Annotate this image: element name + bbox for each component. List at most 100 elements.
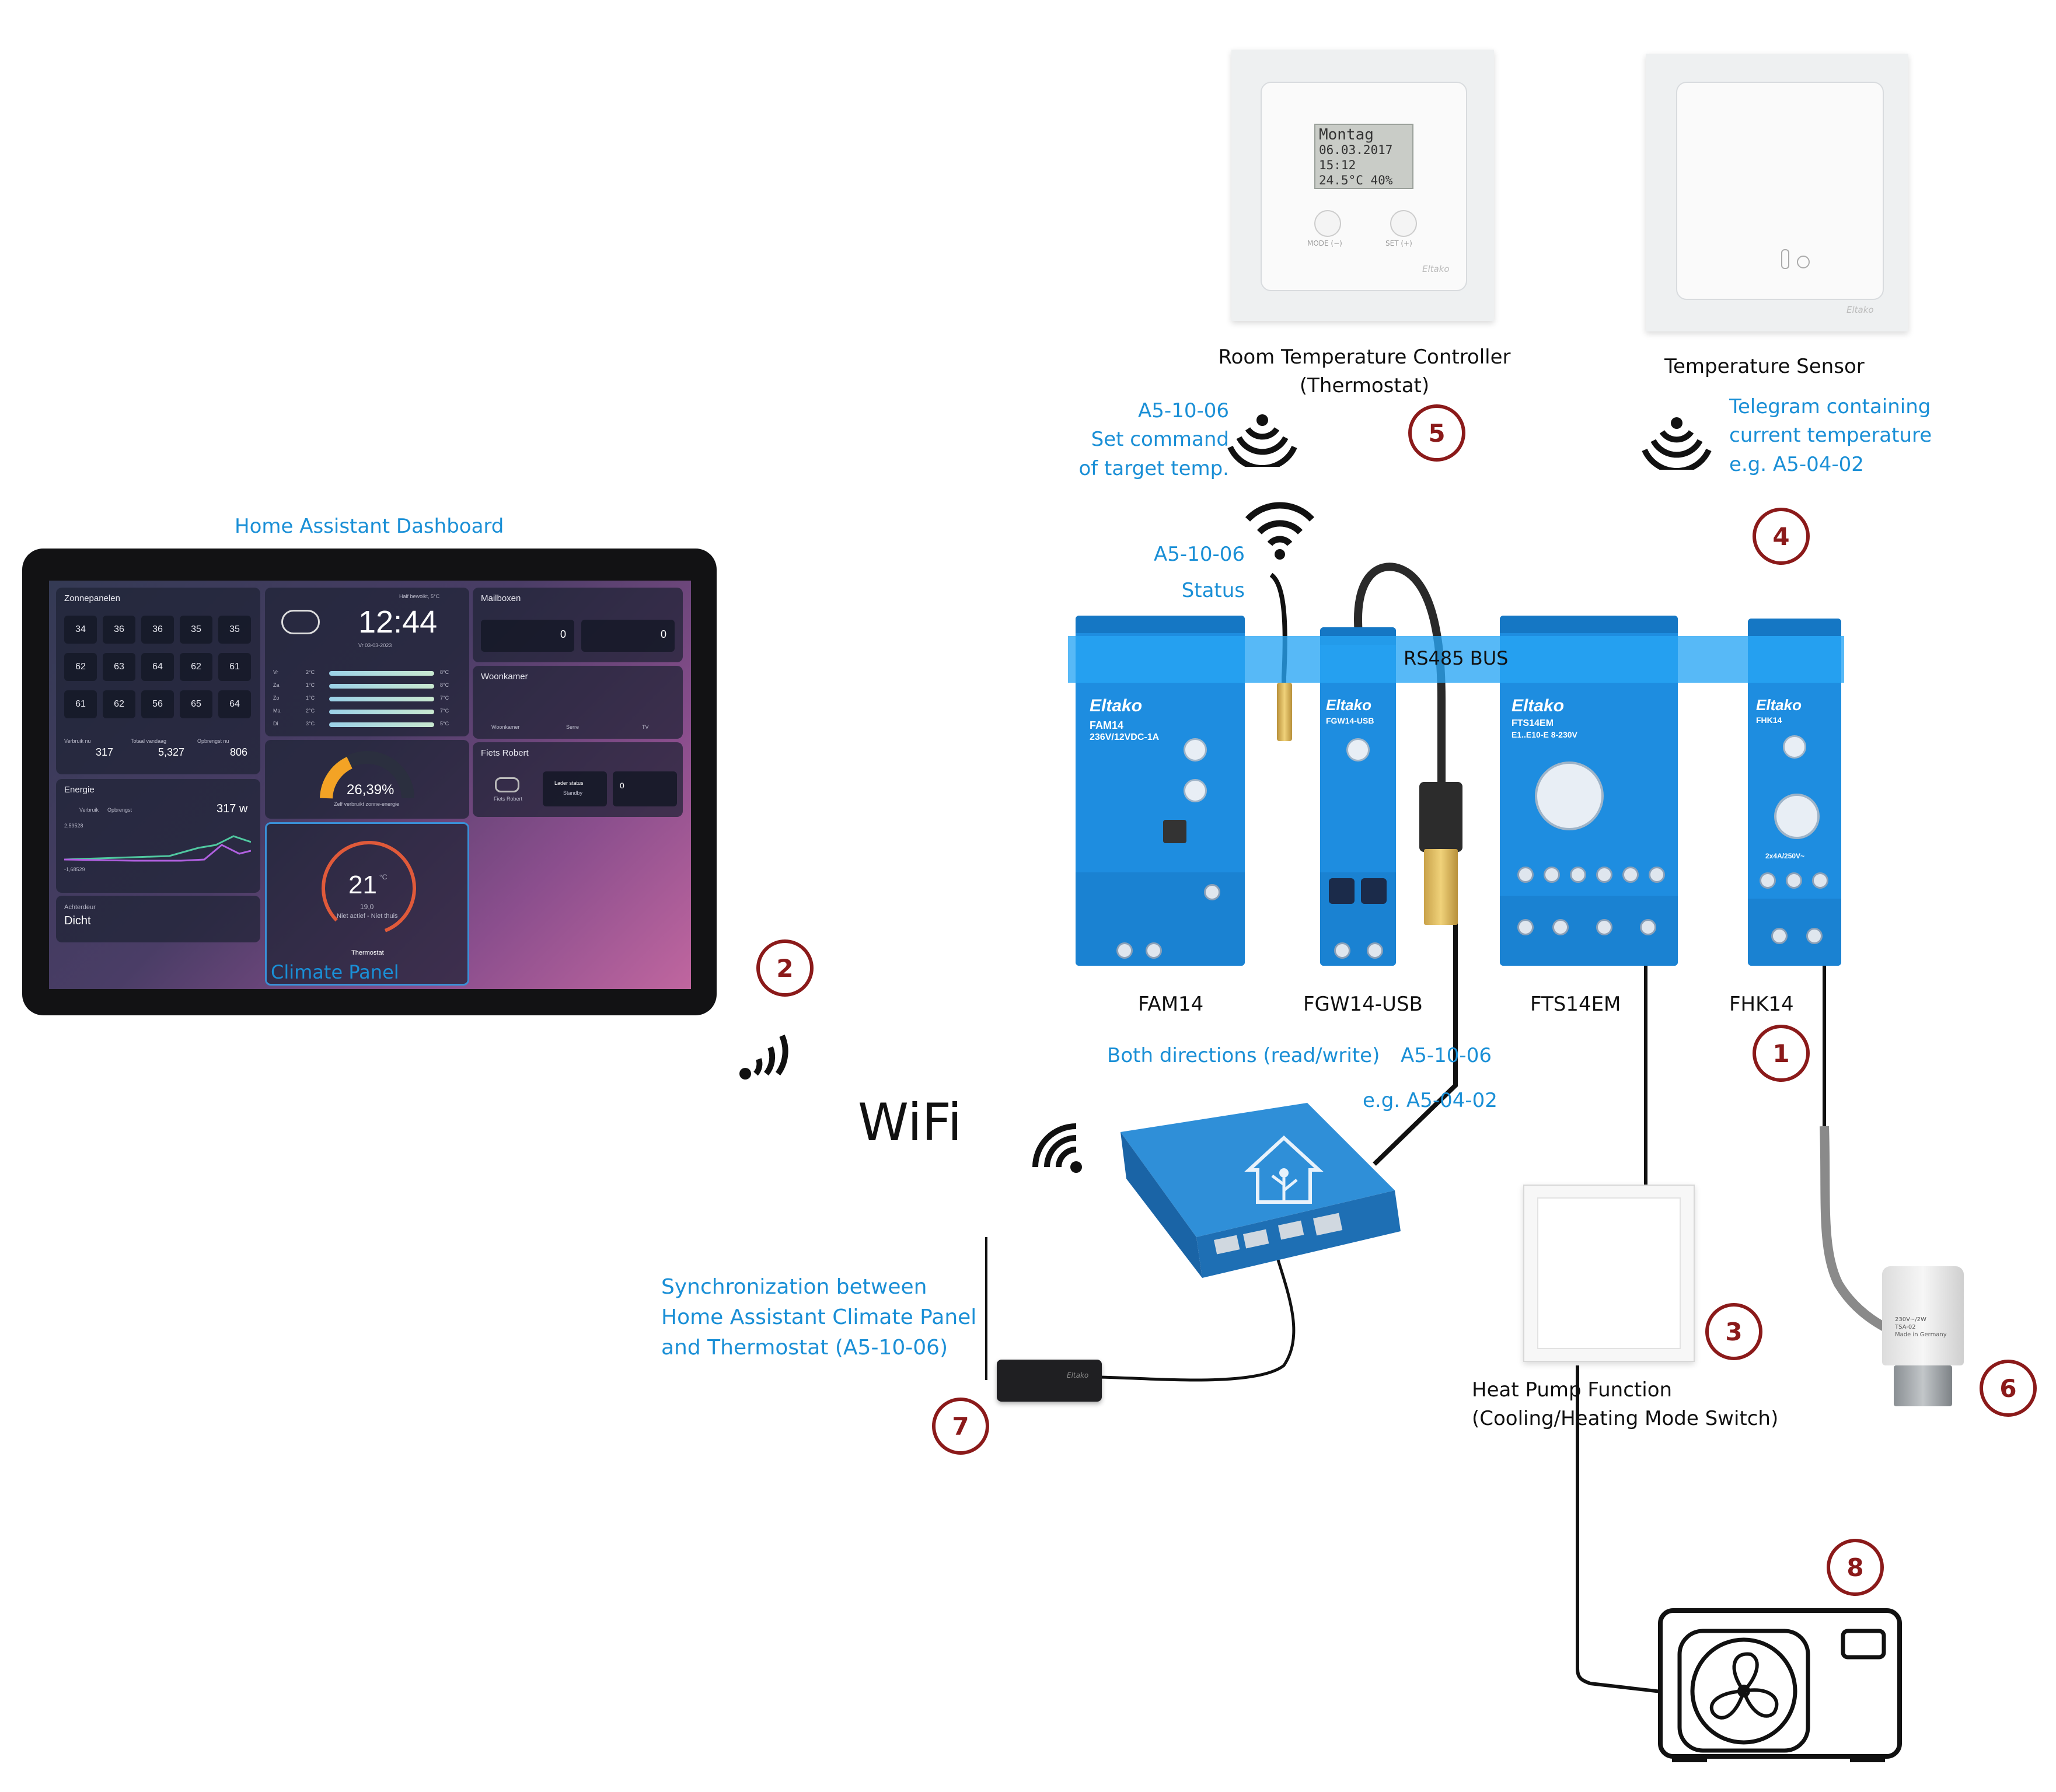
temperature-sensor-label: Temperature Sensor xyxy=(1664,355,1865,378)
heatpump-wire xyxy=(1576,1365,1667,1694)
mailbox-title: Mailboxen xyxy=(481,593,521,603)
sensor-symbol-icon xyxy=(1797,256,1810,268)
usb-plug xyxy=(1419,782,1462,852)
fam14-subtitle: 236V/12VDC-1A xyxy=(1090,732,1160,742)
fiets-item-bike: Fiets Robert xyxy=(494,796,523,802)
fiets-charger-sub: Standby xyxy=(563,790,583,796)
clock-weather-card[interactable]: Half bewolkt, 5°C 12:44 Vr 03-03-2023 Vr… xyxy=(265,588,469,736)
forecast-bar xyxy=(329,710,434,714)
fts14em-brand: Eltako xyxy=(1512,696,1565,715)
forecast-high: 8°C xyxy=(440,669,449,675)
actuator-print: 230V~/2W TSA-02 Made in Germany xyxy=(1895,1316,1947,1338)
solar-panel-tile: 36 xyxy=(103,616,135,644)
fhk14-subtitle: 2x4A/250V~ xyxy=(1765,852,1805,860)
thermostat-brand: Eltako xyxy=(1422,264,1450,274)
wifi-signal-icon xyxy=(1032,1123,1082,1173)
climate-mode: Niet actief - Niet thuis xyxy=(337,913,398,920)
badge-5: 5 xyxy=(1408,404,1465,462)
legend-usage: Verbruik xyxy=(79,807,99,813)
forecast-high: 7°C xyxy=(440,695,449,701)
woonkamer-item-2[interactable]: Serre xyxy=(566,724,580,730)
forecast-high: 7°C xyxy=(440,708,449,714)
solar-panel-tile: 61 xyxy=(218,653,251,681)
stick-brand: Eltako xyxy=(1067,1371,1089,1379)
solar-panel-tile: 61 xyxy=(64,690,97,718)
climate-name: Thermostat xyxy=(351,949,384,956)
fiets-value: 0 xyxy=(620,781,624,790)
stat-label-today: Totaal vandaag xyxy=(131,738,167,744)
gauge-value: 26,39% xyxy=(347,782,395,798)
lcd-line-temp: 24.5°C 40% xyxy=(1319,173,1393,187)
gateway-code-text: A5-10-06 xyxy=(1401,1044,1492,1067)
rs485-bus-label: RS485 BUS xyxy=(1404,647,1509,669)
mailbox-count-1: 0 xyxy=(560,628,567,640)
thermostat-dial[interactable] xyxy=(316,836,421,941)
fiets-charger-status: Lader status xyxy=(554,780,584,786)
climate-temp: 21 xyxy=(348,871,377,899)
temperature-sensor-device: Eltako xyxy=(1646,54,1908,331)
lcd-line-day: Montag xyxy=(1319,126,1374,144)
solar-panel-tile: 62 xyxy=(180,653,212,681)
solar-gauge-card[interactable]: 26,39% Zelf verbruikt zonne-energie xyxy=(265,740,469,819)
forecast-day: Di xyxy=(273,721,278,726)
thermometer-icon xyxy=(1781,249,1789,269)
forecast-high: 5°C xyxy=(440,721,449,726)
badge-2: 2 xyxy=(756,939,814,997)
solar-panel-tile: 62 xyxy=(103,690,135,718)
rs485-bus-band xyxy=(1068,636,1844,683)
fts14em-label: FTS14EM xyxy=(1530,993,1621,1016)
fhk14-label: FHK14 xyxy=(1729,993,1794,1016)
usb-plug-metal xyxy=(1424,849,1458,925)
energy-card[interactable]: Energie Verbruik Opbrengst 317 w 2,59528… xyxy=(56,779,260,893)
thermostat-device: Montag 06.03.2017 15:12 24.5°C 40% MODE … xyxy=(1231,50,1494,321)
mode-button-label: MODE (−) xyxy=(1307,239,1342,247)
forecast-low: 2°C xyxy=(306,708,315,714)
forecast-low: 1°C xyxy=(306,682,315,688)
mode-switch[interactable] xyxy=(1523,1185,1695,1362)
solar-panel-tile: 65 xyxy=(180,690,212,718)
sensor-telegram-text: Telegram containing current temperature … xyxy=(1729,395,1932,476)
stat-value-now: 317 xyxy=(96,746,114,758)
thermostat-lcd: Montag 06.03.2017 15:12 24.5°C 40% xyxy=(1314,124,1413,189)
solar-panel-tile: 64 xyxy=(141,653,174,681)
usb-lead xyxy=(1373,922,1458,1166)
fgw14-front-label: FGW14-USB xyxy=(1326,716,1374,725)
antenna-connector xyxy=(1277,683,1292,741)
mailbox-count-2: 0 xyxy=(661,628,667,640)
woonkamer-item-1[interactable]: Woonkamer xyxy=(491,724,520,730)
fiets-title: Fiets Robert xyxy=(481,748,529,758)
woonkamer-item-3[interactable]: TV xyxy=(642,724,649,730)
fam14-label: FAM14 xyxy=(1138,993,1204,1016)
achterdeur-title: Achterdeur xyxy=(64,904,96,911)
fam14-brand: Eltako xyxy=(1090,696,1143,715)
energy-axis-top: 2,59528 xyxy=(64,823,83,829)
solar-panel-tile: 35 xyxy=(180,616,212,644)
fgw14-brand: Eltako xyxy=(1326,696,1372,714)
set-button[interactable] xyxy=(1390,210,1417,237)
solar-panel-tile: 36 xyxy=(141,616,174,644)
dashboard-caption: Home Assistant Dashboard xyxy=(235,515,504,538)
badge-1: 1 xyxy=(1753,1025,1810,1082)
badge-4: 4 xyxy=(1753,508,1810,565)
badge-8: 8 xyxy=(1827,1539,1884,1596)
sync-text: Synchronization between Home Assistant C… xyxy=(661,1275,977,1360)
forecast-bar xyxy=(329,722,434,727)
solar-gauge xyxy=(320,751,414,799)
wireless-signal-icon xyxy=(1642,417,1712,470)
fgw14-usb-label: FGW14-USB xyxy=(1303,993,1423,1016)
climate-panel-card[interactable]: 21 °C 19,0 Niet actief - Niet thuis Ther… xyxy=(265,822,469,986)
forecast-bar xyxy=(329,697,434,701)
bicycle-icon xyxy=(495,777,519,792)
wifi-label: WiFi xyxy=(858,1092,962,1152)
woonkamer-card[interactable]: Woonkamer Woonkamer Serre TV xyxy=(473,666,683,739)
achterdeur-card[interactable]: Achterdeur Dicht xyxy=(56,896,260,942)
climate-unit: °C xyxy=(379,873,388,881)
mailbox-card[interactable]: Mailboxen 0 0 xyxy=(473,588,683,662)
mode-button[interactable] xyxy=(1314,210,1341,237)
fiets-card[interactable]: Fiets Robert Fiets Robert Lader status S… xyxy=(473,742,683,817)
thermostat-command-text: A5-10-06 Set command of target temp. xyxy=(1078,399,1229,480)
energy-value: 317 w xyxy=(217,802,248,815)
enocean-usb-stick: Eltako xyxy=(997,1360,1102,1402)
stick-cable xyxy=(1097,1225,1296,1382)
